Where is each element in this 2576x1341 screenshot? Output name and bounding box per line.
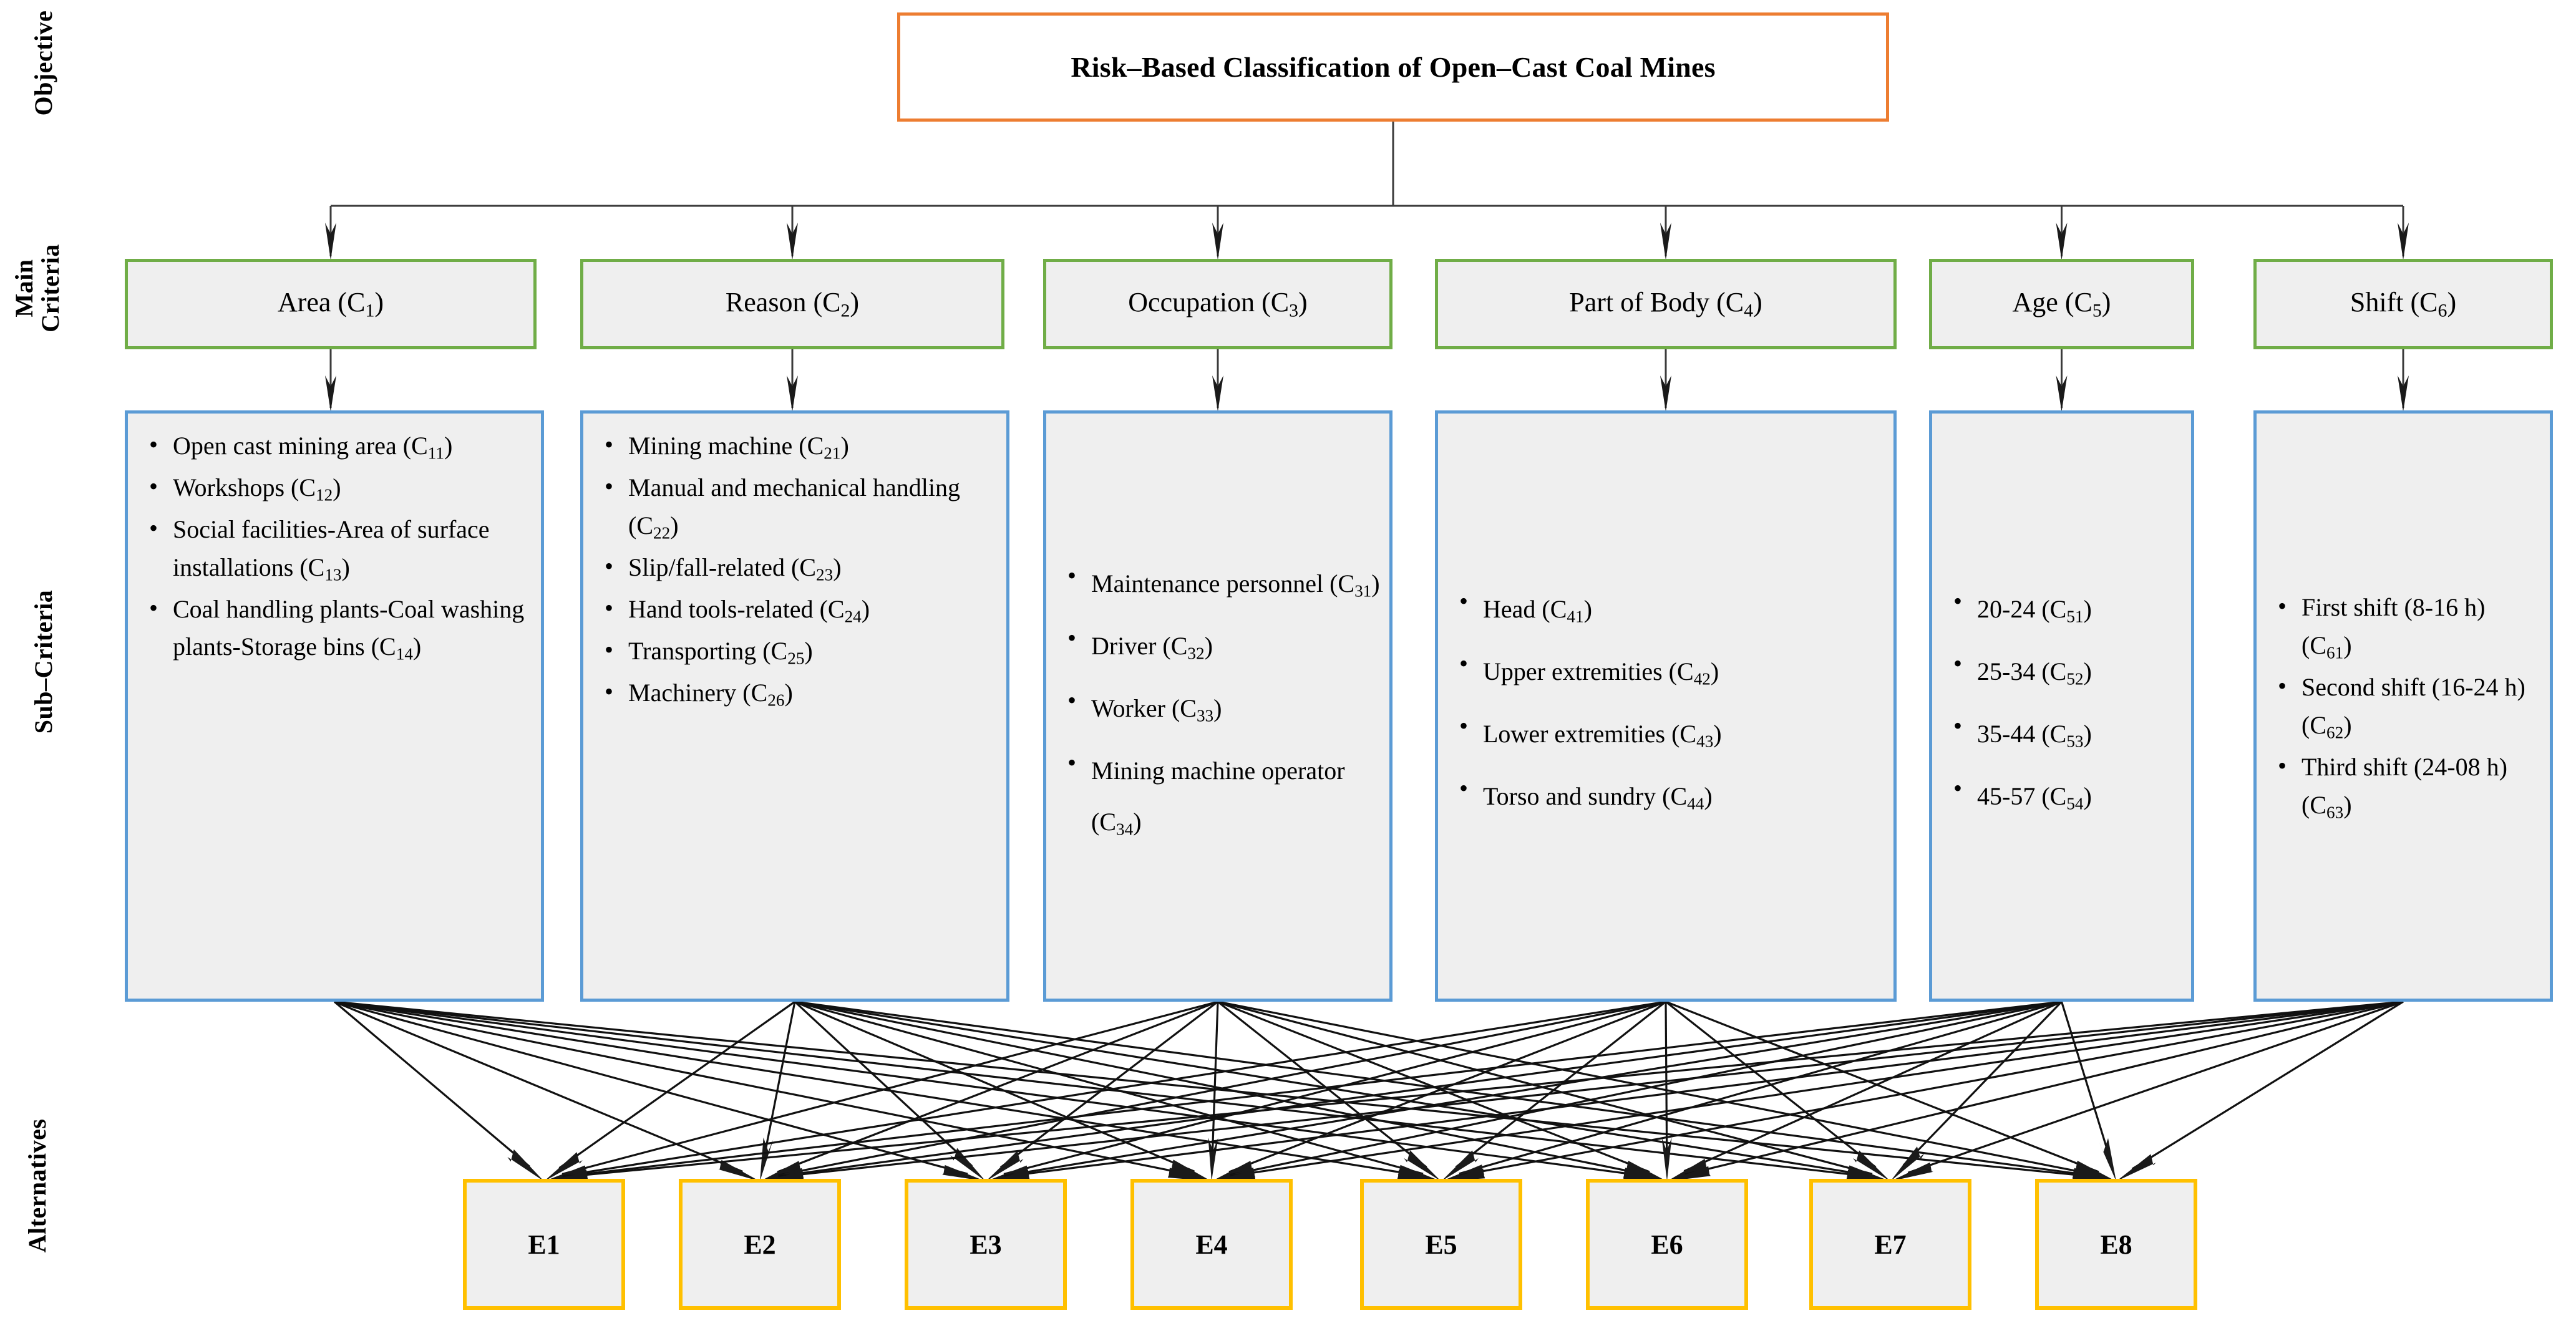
list-item: Coal handling plants-Coal washing plants… [144,589,532,668]
sub-criteria-box-6[interactable]: First shift (8-16 h) (C61) Second shift … [2253,410,2553,1002]
alternative-label-e3: E3 [970,1229,1002,1260]
main-criteria-box-3[interactable]: Occupation (C3) [1043,259,1392,349]
list-item: First shift (8-16 h) (C61) [2273,588,2541,666]
sub-criteria-list-4: Head (C41) Upper extremities (C42) Lower… [1454,583,1885,833]
list-item: 20-24 (C51) [1948,583,2182,635]
row-label-main-criteria: Main Criteria [10,244,64,332]
list-item: Head (C41) [1454,583,1885,635]
list-item: Manual and mechanical handling (C22) [600,468,998,546]
main-criteria-label-3: Occupation (C3) [1128,287,1308,321]
list-item: Machinery (C26) [600,673,998,714]
list-item: Third shift (24-08 h) (C63) [2273,747,2541,826]
alternative-label-e2: E2 [744,1229,776,1260]
alternative-label-e7: E7 [1874,1229,1907,1260]
alternative-label-e6: E6 [1651,1229,1683,1260]
list-item: Maintenance personnel (C31) [1062,557,1381,609]
main-criteria-label-1: Area (C1) [277,287,384,321]
sub-criteria-list-2: Mining machine (C21) Manual and mechanic… [600,426,998,716]
list-item: 35-44 (C53) [1948,707,2182,760]
main-criteria-box-2[interactable]: Reason (C2) [580,259,1004,349]
list-item: Lower extremities (C43) [1454,707,1885,760]
alternative-box-e4[interactable]: E4 [1130,1179,1293,1310]
alternative-label-e8: E8 [2100,1229,2132,1260]
alternative-label-e5: E5 [1425,1229,1457,1260]
list-item: Slip/fall-related (C23) [600,548,998,588]
alternative-box-e8[interactable]: E8 [2035,1179,2197,1310]
sub-criteria-box-5[interactable]: 20-24 (C51) 25-34 (C52) 35-44 (C53) 45-5… [1929,410,2194,1002]
list-item: Hand tools-related (C24) [600,589,998,630]
objective-title: Risk–Based Classification of Open–Cast C… [1071,51,1716,83]
main-criteria-box-5[interactable]: Age (C5) [1929,259,2194,349]
sub-criteria-list-5: 20-24 (C51) 25-34 (C52) 35-44 (C53) 45-5… [1948,583,2182,833]
row-label-objective: Objective [29,10,57,116]
list-item: Driver (C32) [1062,619,1381,672]
list-item: Upper extremities (C42) [1454,645,1885,697]
list-item: Workshops (C12) [144,468,532,508]
alternative-box-e5[interactable]: E5 [1360,1179,1522,1310]
row-label-sub-criteria: Sub–Criteria [29,589,57,734]
list-item: Second shift (16-24 h) (C62) [2273,667,2541,746]
main-criteria-box-6[interactable]: Shift (C6) [2253,259,2553,349]
list-item: Mining machine (C21) [600,426,998,467]
sub-criteria-list-1: Open cast mining area (C11) Workshops (C… [144,426,532,670]
sub-criteria-box-3[interactable]: Maintenance personnel (C31) Driver (C32)… [1043,410,1392,1002]
alternative-box-e6[interactable]: E6 [1586,1179,1748,1310]
alternative-label-e4: E4 [1195,1229,1228,1260]
list-item: 25-34 (C52) [1948,645,2182,697]
objective-box[interactable]: Risk–Based Classification of Open–Cast C… [897,12,1889,122]
sub-criteria-list-6: First shift (8-16 h) (C61) Second shift … [2273,588,2541,828]
alternative-box-e1[interactable]: E1 [463,1179,625,1310]
alternative-box-e7[interactable]: E7 [1809,1179,1971,1310]
main-criteria-box-4[interactable]: Part of Body (C4) [1435,259,1897,349]
sub-criteria-list-3: Maintenance personnel (C31) Driver (C32)… [1062,557,1381,859]
list-item: Transporting (C25) [600,631,998,672]
list-item: Mining machine operator (C34) [1062,744,1381,848]
main-criteria-label-6: Shift (C6) [2350,287,2457,321]
list-item: Worker (C33) [1062,682,1381,734]
list-item: Open cast mining area (C11) [144,426,532,467]
list-item: 45-57 (C54) [1948,770,2182,822]
sub-criteria-box-2[interactable]: Mining machine (C21) Manual and mechanic… [580,410,1009,1002]
list-item: Social facilities-Area of surface instal… [144,510,532,588]
sub-criteria-box-1[interactable]: Open cast mining area (C11) Workshops (C… [125,410,544,1002]
list-item: Torso and sundry (C44) [1454,770,1885,822]
alternative-label-e1: E1 [528,1229,560,1260]
row-label-alternatives: Alternatives [23,1118,51,1253]
main-criteria-box-1[interactable]: Area (C1) [125,259,537,349]
main-criteria-label-4: Part of Body (C4) [1569,287,1762,321]
alternative-box-e2[interactable]: E2 [679,1179,841,1310]
alternative-box-e3[interactable]: E3 [905,1179,1067,1310]
sub-criteria-box-4[interactable]: Head (C41) Upper extremities (C42) Lower… [1435,410,1897,1002]
main-criteria-label-5: Age (C5) [2012,287,2111,321]
main-criteria-label-2: Reason (C2) [725,287,860,321]
